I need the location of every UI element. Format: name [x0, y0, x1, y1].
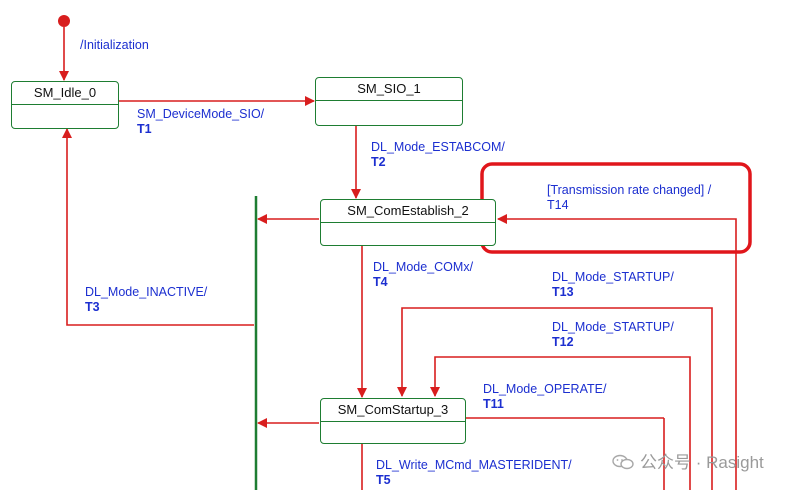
t4-event: DL_Mode_COMx/ — [373, 260, 474, 274]
state-name: SM_SIO_1 — [316, 78, 462, 101]
t3-event: DL_Mode_INACTIVE/ — [85, 285, 208, 299]
t12-label: DL_Mode_STARTUP/ T12 — [552, 320, 674, 350]
t13-label: DL_Mode_STARTUP/ T13 — [552, 270, 674, 300]
t4-label: DL_Mode_COMx/ T4 — [373, 260, 473, 290]
t11-label: DL_Mode_OPERATE/ T11 — [483, 382, 606, 412]
state-name: SM_Idle_0 — [12, 82, 118, 105]
t13-arrow — [397, 307, 713, 490]
watermark-text: 公众号 · Rasight — [640, 453, 764, 472]
t14-id: T14 — [547, 198, 569, 212]
t3-arrow — [62, 128, 254, 326]
state-sm-sio-1[interactable]: SM_SIO_1 — [315, 77, 463, 126]
wechat-logo-icon — [612, 454, 634, 470]
t14-event: [Transmission rate changed] / — [547, 183, 712, 197]
t2-id: T2 — [371, 155, 386, 169]
state-sm-comestablish-2[interactable]: SM_ComEstablish_2 — [320, 199, 496, 246]
t12-id: T12 — [552, 335, 574, 349]
t14-label: [Transmission rate changed] / T14 — [547, 183, 711, 213]
t4-id: T4 — [373, 275, 388, 289]
t1-event: SM_DeviceMode_SIO/ — [137, 107, 265, 121]
t5-event: DL_Write_MCmd_MASTERIDENT/ — [376, 458, 572, 472]
init-label: /Initialization — [80, 38, 149, 52]
t12-arrow — [430, 356, 691, 490]
t13-id: T13 — [552, 285, 574, 299]
t11-event: DL_Mode_OPERATE/ — [483, 382, 607, 396]
watermark: 公众号 · Rasight — [612, 448, 764, 473]
state-name: SM_ComEstablish_2 — [321, 200, 495, 223]
t12-event: DL_Mode_STARTUP/ — [552, 320, 674, 334]
state-name: SM_ComStartup_3 — [321, 399, 465, 422]
state-sm-idle-0[interactable]: SM_Idle_0 — [11, 81, 119, 129]
t1-id: T1 — [137, 122, 152, 136]
state-sm-comstartup-3[interactable]: SM_ComStartup_3 — [320, 398, 466, 444]
t11-id: T11 — [483, 397, 504, 411]
t3-label: DL_Mode_INACTIVE/ T3 — [85, 285, 207, 315]
t5-label: DL_Write_MCmd_MASTERIDENT/ T5 — [376, 458, 572, 488]
t2-event: DL_Mode_ESTABCOM/ — [371, 140, 505, 154]
t14-arrow — [497, 214, 737, 490]
t2-label: DL_Mode_ESTABCOM/ T2 — [371, 140, 505, 170]
initial-state-dot — [58, 15, 70, 27]
t3-id: T3 — [85, 300, 100, 314]
t13-event: DL_Mode_STARTUP/ — [552, 270, 674, 284]
t5-id: T5 — [376, 473, 391, 487]
t1-label: SM_DeviceMode_SIO/ T1 — [137, 107, 264, 137]
